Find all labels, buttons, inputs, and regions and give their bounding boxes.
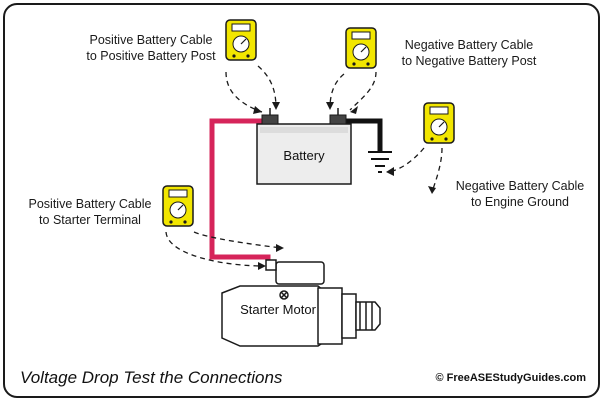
- lead-pos-starter-b: [165, 231, 265, 267]
- copyright-notice: © FreeASEStudyGuides.com: [435, 372, 586, 384]
- diagram-caption: Voltage Drop Test the Connections: [20, 368, 283, 387]
- label-positive-starter: Positive Battery Cable to Starter Termin…: [28, 197, 152, 227]
- ground-symbol: [368, 151, 392, 173]
- label-positive-post: Positive Battery Cable to Positive Batte…: [86, 33, 216, 63]
- label-negative-post: Negative Battery Cable to Negative Batte…: [401, 38, 537, 68]
- label-negative-ground: Negative Battery Cable to Engine Ground: [455, 179, 585, 209]
- lead-neg-ground-b: [431, 147, 443, 193]
- lead-neg-post-b: [349, 71, 377, 111]
- meter-negative-post: [345, 27, 377, 69]
- starter-motor-label: Starter Motor: [240, 302, 316, 317]
- lead-neg-post-a: [329, 73, 345, 109]
- lead-pos-starter-a: [193, 231, 283, 249]
- lead-pos-post-b: [257, 65, 277, 109]
- negative-cable: [346, 118, 383, 152]
- lead-pos-post-a: [225, 71, 263, 113]
- starter-motor: [221, 259, 381, 347]
- battery-label: Battery: [283, 148, 325, 163]
- battery: [256, 108, 352, 185]
- meter-negative-ground: [423, 102, 455, 144]
